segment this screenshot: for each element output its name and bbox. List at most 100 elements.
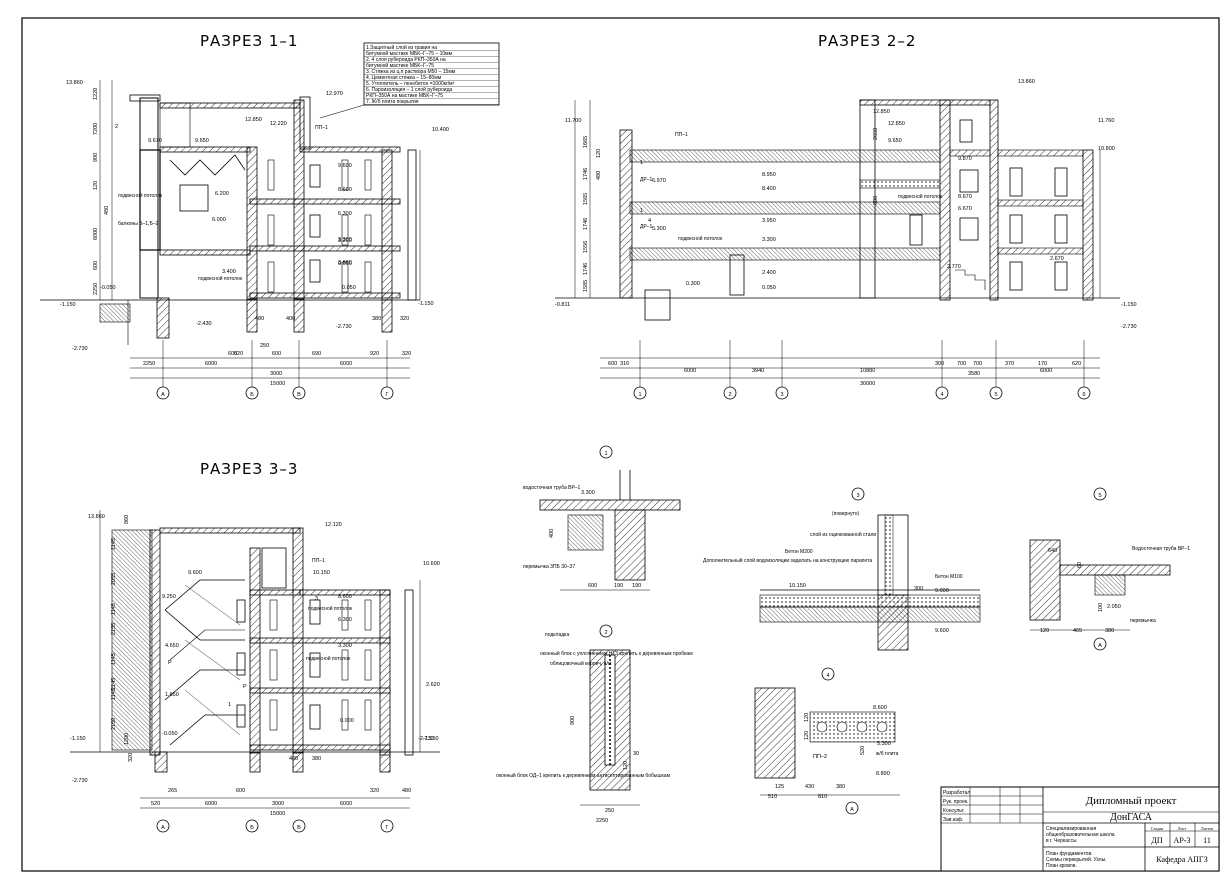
stamp-project: Дипломный проект <box>1086 795 1177 807</box>
label-callout: 1 <box>640 160 643 166</box>
legend-line: РКП–350А на мастике МБК–Г–75 <box>366 93 443 99</box>
horizontal-dimension: 6000 <box>205 801 217 807</box>
horizontal-dimension: 2250 <box>143 361 155 367</box>
horizontal-dimension: 15000 <box>270 811 285 817</box>
horizontal-dimension: 6000 <box>1040 368 1052 374</box>
horizontal-dimension: 400 <box>286 316 295 322</box>
detail-number: 5 <box>1098 493 1101 499</box>
detail-dimension: 380 <box>1105 628 1114 634</box>
stamp-sheet-desc: Схемы перекрытий. Узлы. <box>1046 856 1107 863</box>
elevation-mark: 9.870 <box>958 156 972 162</box>
stamp-h-sheets: Листов <box>1201 826 1213 831</box>
axis-bubble <box>156 386 170 400</box>
axis-bubble <box>245 819 259 833</box>
elevation-mark: 9.600 <box>188 570 202 576</box>
elevation-mark: 2.400 <box>762 270 776 276</box>
axis-label-s11: Г <box>386 392 389 398</box>
stamp-desc: общеобразовательная школа <box>1046 832 1115 838</box>
stamp-dept: Кафедра АПГЗ <box>1156 855 1207 864</box>
vertical-dimension: 6000 <box>93 228 99 240</box>
label-parapet: ПП–1 <box>675 132 688 138</box>
detail-dimension: 430 <box>805 784 814 790</box>
axis-bubble <box>845 801 859 815</box>
detail-dimension: 2250 <box>596 818 608 824</box>
horizontal-dimension: 6000 <box>340 801 352 807</box>
elevation-mark: 5.300 <box>652 226 666 232</box>
elevation-mark: 12.220 <box>270 121 287 127</box>
horizontal-dimension: 370 <box>1005 361 1014 367</box>
detail-dimension: 120 <box>804 731 810 740</box>
legend-line: 2. 4 слоя рубероида РКП–350А на <box>366 57 446 63</box>
vertical-dimension: 1145 <box>111 538 117 550</box>
section-1-1: РАЗРЕЗ 1–1 1.Защитный слой из гравия наб… <box>40 32 500 388</box>
elevation-mark: 10.600 <box>423 561 440 567</box>
vertical-dimension: 1746 <box>583 168 589 180</box>
vertical-dimension: 480 <box>104 206 110 215</box>
detail-dimension: 190 <box>632 583 641 589</box>
axis-bubble <box>380 819 394 833</box>
section-1-1-title: РАЗРЕЗ 1–1 <box>200 32 298 50</box>
horizontal-dimension: 400 <box>289 756 298 762</box>
axis-bubble <box>1077 386 1091 400</box>
detail-dimension: 250 <box>605 808 614 814</box>
vertical-dimension: 320 <box>128 753 134 762</box>
elevation-mark: 3.300 <box>338 643 352 649</box>
vertical-dimension: 2150 <box>111 718 117 730</box>
detail-label: ПП–2 <box>813 754 827 760</box>
elevation-mark: 0.050 <box>342 285 356 291</box>
axis-label-s22: 4 <box>940 392 943 398</box>
section-3-3-title: РАЗРЕЗ 3–3 <box>200 460 298 478</box>
detail-1-slab <box>539 499 681 511</box>
elevation-mark: 6.670 <box>958 206 972 212</box>
legend-line: 5. Утеплитель – пенобетон =1000кг/м³ <box>366 81 455 87</box>
vertical-dimension: 7200 <box>93 123 99 135</box>
detail-label: слой из оцинкованной стали <box>810 531 876 538</box>
horizontal-dimension: 520 <box>234 351 243 357</box>
vertical-dimension: 1746 <box>583 218 589 230</box>
detail-label: ж/б плита <box>876 751 899 757</box>
detail-elevation: 9.600 <box>935 628 949 634</box>
horizontal-dimension: 320 <box>370 788 379 794</box>
label-mark: Р <box>243 684 247 690</box>
elevation-mark: -0.050 <box>162 731 178 737</box>
detail-dimension: 900 <box>570 716 576 725</box>
vertical-dimension: 120 <box>93 181 99 190</box>
elevation-mark: -2.730 <box>1121 324 1137 330</box>
elevation-mark: 6.970 <box>652 178 666 184</box>
elevation-mark: 12.850 <box>873 109 890 115</box>
detail-elevation: 9.600 <box>935 588 949 594</box>
label-callout: 4 <box>648 218 651 224</box>
elevation-mark: 8.600 <box>338 594 352 600</box>
detail-dimension: 190 <box>614 583 623 589</box>
detail-subtitle: (повернуто) <box>832 511 860 517</box>
detail-elevation: 8.600 <box>873 705 887 711</box>
vertical-dimension: 2155 <box>111 623 117 635</box>
label-callout: 3 <box>315 596 318 602</box>
elevation-mark: 6.300 <box>338 211 352 217</box>
label-parapet: ПП–1 <box>315 125 328 131</box>
vertical-dimension: 1746 <box>583 263 589 275</box>
elevation-mark: 0.000 <box>340 718 354 724</box>
axis-bubble <box>380 386 394 400</box>
elevation-mark: -0.050 <box>100 285 116 291</box>
detail-dimension: 120 <box>1040 628 1049 634</box>
elevation-mark: 4.650 <box>165 643 179 649</box>
elevation-mark: -2.430 <box>196 321 212 327</box>
elevation-mark: -1.150 <box>70 736 86 742</box>
elevation-mark: 3.600 <box>338 260 352 266</box>
elevation-mark: -2.730 <box>418 736 434 742</box>
vertical-dimension: 2250 <box>93 283 99 295</box>
section-2-2-title: РАЗРЕЗ 2–2 <box>818 32 916 50</box>
detail-dimension: 125 <box>775 784 784 790</box>
axis-label-s11: А <box>161 392 165 398</box>
elevation-mark: 0.300 <box>686 281 700 287</box>
stamp-role: Разработал <box>943 790 970 796</box>
stamp-sheet-desc: План кровли. <box>1046 863 1077 869</box>
elevation-mark: 0.050 <box>762 285 776 291</box>
detail-label: оконный блок ОД–1 крепить к деревянным а… <box>496 772 671 779</box>
axis-bubble <box>935 386 949 400</box>
stamp-org: ДонГАСА <box>1110 812 1153 823</box>
elevation-mark: -2.730 <box>336 324 352 330</box>
axis-bubble <box>723 386 737 400</box>
